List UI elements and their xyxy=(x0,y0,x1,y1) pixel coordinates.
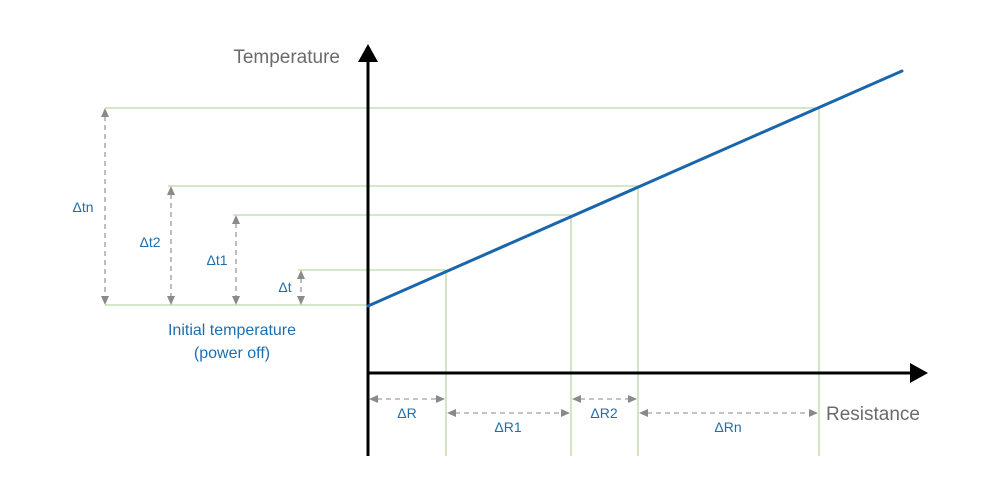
power-off-label: (power off) xyxy=(194,345,270,362)
delta-r-label: ΔR xyxy=(397,405,416,421)
x-axis xyxy=(368,363,928,383)
dim-arrow-delta-r2 xyxy=(572,395,637,403)
y-axis xyxy=(358,44,378,456)
x-axis-label: Resistance xyxy=(826,404,920,425)
initial-temperature-label: Initial temperature xyxy=(168,322,296,339)
dim-arrow-delta-r1 xyxy=(447,409,570,417)
y-axis-label: Temperature xyxy=(233,47,340,68)
dim-arrow-delta-t xyxy=(297,270,305,305)
delta-t2-label: Δt2 xyxy=(139,234,160,250)
dim-arrow-delta-r xyxy=(369,395,445,403)
dim-arrow-delta-t2 xyxy=(167,186,175,305)
dim-arrow-delta-tn xyxy=(101,108,109,305)
resistance-temperature-line xyxy=(366,69,904,308)
delta-t-label: Δt xyxy=(278,279,291,295)
dim-arrow-delta-rn xyxy=(639,409,818,417)
delta-r2-label: ΔR2 xyxy=(590,405,617,421)
delta-rn-label: ΔRn xyxy=(714,419,741,435)
delta-tn-label: Δtn xyxy=(72,199,93,215)
delta-r1-label: ΔR1 xyxy=(494,419,521,435)
delta-t1-label: Δt1 xyxy=(206,252,227,268)
dim-arrow-delta-t1 xyxy=(232,215,240,305)
